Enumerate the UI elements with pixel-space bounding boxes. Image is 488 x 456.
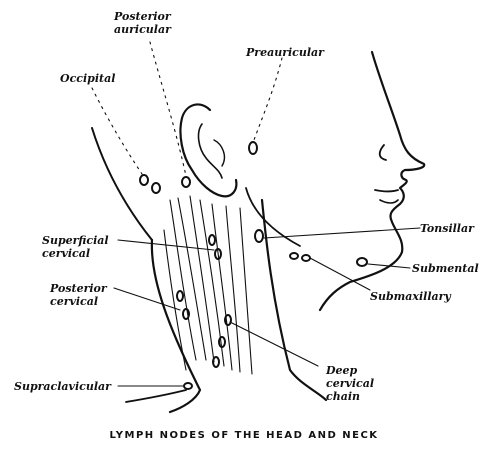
node-occipital <box>140 175 148 185</box>
label-line: cervical <box>326 377 374 390</box>
label-line: Posterior <box>50 282 107 295</box>
label-line: Superficial <box>42 234 109 247</box>
muscle-strokes <box>164 196 252 374</box>
mouth-line <box>375 190 398 192</box>
muscle-stroke <box>226 206 240 372</box>
label-occipital: Occipital <box>60 72 115 85</box>
label-line: chain <box>326 390 374 403</box>
neck-front <box>262 200 326 400</box>
leader-lines <box>92 42 420 386</box>
label-tonsillar: Tonsillar <box>420 222 474 235</box>
label-deep-cervical-chain: Deep cervical chain <box>326 364 374 403</box>
label-posterior-auricular: Posterior auricular <box>114 10 171 36</box>
label-line: cervical <box>42 247 109 260</box>
leader-preauricular <box>254 58 282 140</box>
eye-line <box>380 145 386 160</box>
node-tonsillar <box>255 230 263 242</box>
leader-posterior-cervical <box>114 288 180 310</box>
node-occipital <box>152 183 160 193</box>
head-outline <box>92 52 424 412</box>
node-superficial-cervical <box>209 235 215 245</box>
ear-inner <box>199 124 222 178</box>
diagram-caption: LYMPH NODES OF THE HEAD AND NECK <box>0 430 488 441</box>
leader-submaxillary <box>310 258 370 290</box>
lip-line <box>380 200 398 203</box>
label-line: Posterior <box>114 10 171 23</box>
lymph-nodes <box>140 142 367 389</box>
label-submaxillary: Submaxillary <box>370 290 451 303</box>
shoulder-line <box>126 390 186 402</box>
muscle-stroke <box>212 204 232 370</box>
leader-posterior-auricular <box>150 42 186 176</box>
node-deep-cervical <box>225 315 231 325</box>
node-posterior-cervical <box>183 309 189 319</box>
ear-outer <box>180 104 236 196</box>
node-supraclavicular <box>184 383 192 389</box>
leader-deep-cervical-chain <box>230 322 318 366</box>
node-posterior-auricular <box>182 177 190 187</box>
label-line: auricular <box>114 23 171 36</box>
node-preauricular <box>249 142 257 154</box>
label-line: Deep <box>326 364 374 377</box>
ear-lobe <box>214 140 224 166</box>
node-deep-cervical <box>213 357 219 367</box>
node-submental <box>357 258 367 266</box>
node-posterior-cervical <box>177 291 183 301</box>
label-supraclavicular: Supraclavicular <box>14 380 111 393</box>
node-submaxillary <box>290 253 298 259</box>
node-deep-cervical <box>219 337 225 347</box>
muscle-stroke <box>200 200 224 366</box>
label-posterior-cervical: Posterior cervical <box>50 282 107 308</box>
leader-occipital <box>92 88 142 174</box>
node-submaxillary <box>302 255 310 261</box>
muscle-stroke <box>240 208 252 374</box>
label-submental: Submental <box>412 262 479 275</box>
label-line: cervical <box>50 295 107 308</box>
label-superficial-cervical: Superficial cervical <box>42 234 109 260</box>
label-preauricular: Preauricular <box>246 46 324 59</box>
